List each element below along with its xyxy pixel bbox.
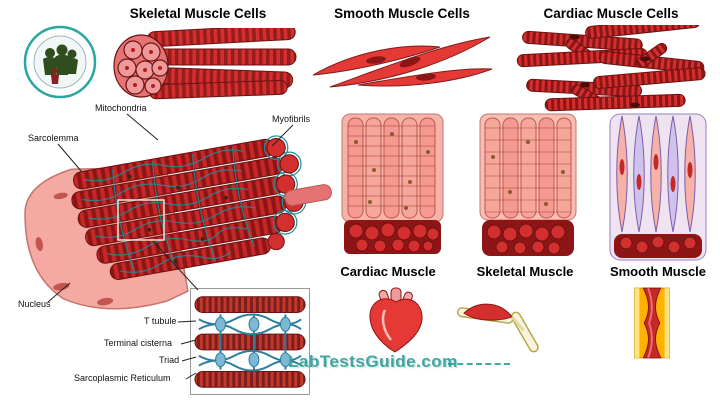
cardiac-muscle-label: Cardiac Muscle bbox=[340, 264, 436, 279]
watermark: LabTestsGuide.com bbox=[288, 352, 458, 371]
skeletal-muscle-cells-title: Skeletal Muscle Cells bbox=[129, 6, 267, 21]
smooth-muscle-cells-title: Smooth Muscle Cells bbox=[334, 6, 470, 21]
skeletal-muscle-label: Skeletal Muscle bbox=[476, 264, 574, 279]
cardiac-muscle-cells-illustration bbox=[515, 25, 710, 115]
triad-detail-inset bbox=[190, 288, 310, 395]
skeletal-muscle-cells-illustration bbox=[105, 28, 300, 103]
nucleus-label: Nucleus bbox=[18, 299, 51, 309]
labtestsguide-logo-icon bbox=[22, 24, 98, 100]
smooth-muscle-organ-icon bbox=[622, 284, 682, 362]
arm-muscle-icon bbox=[452, 292, 548, 364]
watermark-dash bbox=[448, 363, 510, 365]
smooth-muscle-tissue-illustration bbox=[608, 112, 708, 262]
mitochondria-label: Mitochondria bbox=[95, 103, 147, 113]
cardiac-muscle-cells-title: Cardiac Muscle Cells bbox=[543, 6, 679, 21]
smooth-muscle-cells-illustration bbox=[310, 25, 495, 95]
heart-icon bbox=[360, 286, 432, 356]
triad-label: Triad bbox=[159, 355, 180, 365]
sarcolemma-label: Sarcolemma bbox=[28, 133, 79, 143]
sarcoplasmic-reticulum-label: Sarcoplasmic Reticulum bbox=[74, 373, 171, 383]
skeletal-muscle-tissue-illustration bbox=[478, 112, 578, 260]
smooth-muscle-label: Smooth Muscle bbox=[609, 264, 707, 279]
myofibrils-label: Myofibrils bbox=[272, 114, 311, 124]
cardiac-muscle-tissue-illustration bbox=[340, 112, 445, 257]
t-tubule-label: T tubule bbox=[144, 316, 177, 326]
terminal-cisterna-label: Terminal cisterna bbox=[104, 338, 173, 348]
